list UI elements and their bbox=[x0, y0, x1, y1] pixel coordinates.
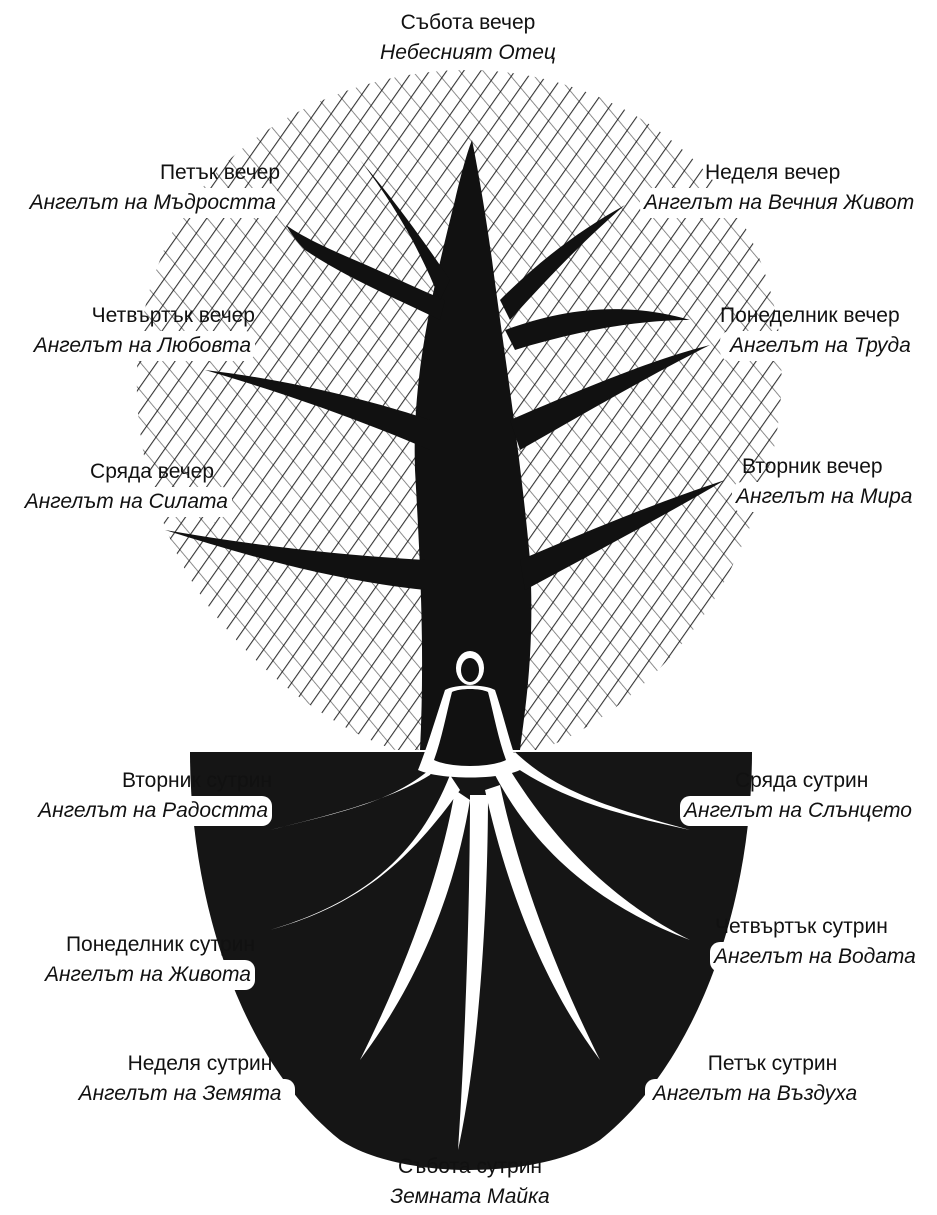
label-saturday-evening: Събота вечер Небесният Отец bbox=[368, 8, 568, 68]
angel-text: Ангелът на Земята bbox=[65, 1079, 295, 1109]
angel-text: Ангелът на Мъдростта bbox=[10, 188, 280, 218]
angel-text: Ангелът на Силата bbox=[10, 487, 232, 517]
day-text: Вторник сутрин bbox=[10, 766, 272, 796]
day-text: Събота вечер bbox=[368, 8, 568, 38]
day-text: Понеделник сутрин bbox=[10, 930, 255, 960]
angel-text: Ангелът на Мира bbox=[732, 482, 932, 512]
day-text: Сряда сутрин bbox=[680, 766, 935, 796]
label-monday-evening: Понеделник вечер Ангелът на Труда bbox=[720, 301, 935, 361]
label-tuesday-morning: Вторник сутрин Ангелът на Радостта bbox=[10, 766, 272, 826]
label-sunday-evening: Неделя вечер Ангелът на Вечния Живот bbox=[640, 158, 930, 218]
angel-text: Ангелът на Вечния Живот bbox=[640, 188, 930, 218]
day-text: Четвъртък сутрин bbox=[710, 912, 935, 942]
label-friday-evening: Петък вечер Ангелът на Мъдростта bbox=[10, 158, 280, 218]
label-thursday-evening: Четвъртък вечер Ангелът на Любовта bbox=[10, 301, 255, 361]
day-text: Петък сутрин bbox=[645, 1049, 865, 1079]
angel-text: Небесният Отец bbox=[368, 38, 568, 68]
label-monday-morning: Понеделник сутрин Ангелът на Живота bbox=[10, 930, 255, 990]
label-wednesday-evening: Сряда вечер Ангелът на Силата bbox=[10, 457, 232, 517]
angel-text: Ангелът на Любовта bbox=[10, 331, 255, 361]
label-friday-morning: Петък сутрин Ангелът на Въздуха bbox=[645, 1049, 865, 1109]
day-text: Вторник вечер bbox=[732, 452, 932, 482]
day-text: Събота сутрин bbox=[365, 1152, 575, 1182]
day-text: Неделя сутрин bbox=[65, 1049, 295, 1079]
angel-text: Ангелът на Радостта bbox=[10, 796, 272, 826]
angel-text: Ангелът на Слънцето bbox=[680, 796, 935, 826]
label-saturday-morning: Събота сутрин Земната Майка bbox=[365, 1152, 575, 1212]
angel-text: Земната Майка bbox=[365, 1182, 575, 1212]
day-text: Четвъртък вечер bbox=[10, 301, 255, 331]
label-wednesday-morning: Сряда сутрин Ангелът на Слънцето bbox=[680, 766, 935, 826]
day-text: Понеделник вечер bbox=[720, 301, 935, 331]
angel-text: Ангелът на Труда bbox=[720, 331, 935, 361]
angel-text: Ангелът на Живота bbox=[10, 960, 255, 990]
day-text: Сряда вечер bbox=[10, 457, 232, 487]
angel-text: Ангелът на Въздуха bbox=[645, 1079, 865, 1109]
day-text: Петък вечер bbox=[10, 158, 280, 188]
angel-text: Ангелът на Водата bbox=[710, 942, 935, 972]
label-thursday-morning: Четвъртък сутрин Ангелът на Водата bbox=[710, 912, 935, 972]
label-tuesday-evening: Вторник вечер Ангелът на Мира bbox=[732, 452, 932, 512]
day-text: Неделя вечер bbox=[640, 158, 930, 188]
label-sunday-morning: Неделя сутрин Ангелът на Земята bbox=[65, 1049, 295, 1109]
